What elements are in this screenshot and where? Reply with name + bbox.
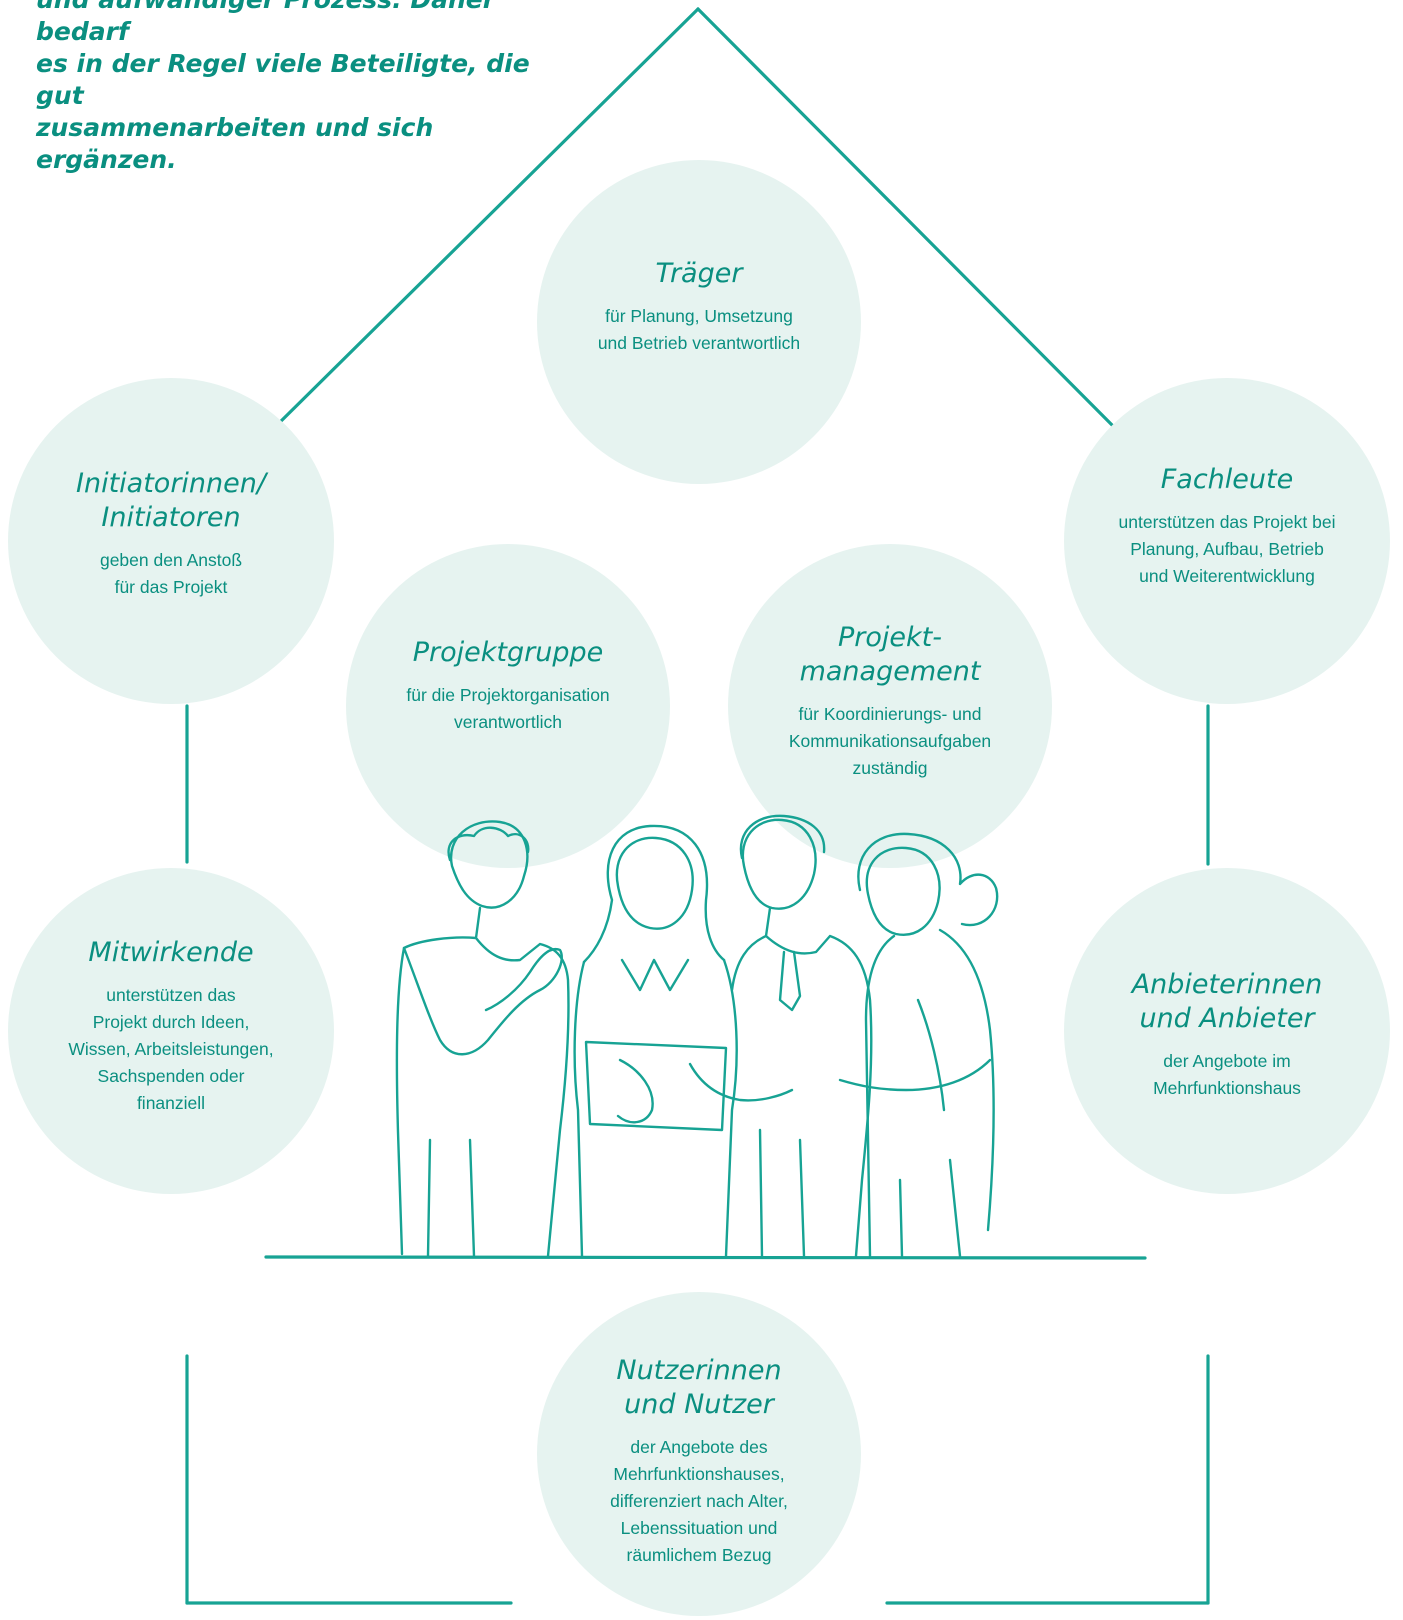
role-description: geben den Anstoß für das Projekt: [99, 550, 243, 597]
role-title: Projektgruppe: [412, 637, 604, 668]
role-description: der Angebote des Mehrfunktionshauses, di…: [610, 1436, 788, 1565]
person-3-tie: [778, 950, 802, 1012]
role-projektgruppe: Projektgruppe für die Projektorganisatio…: [346, 544, 670, 868]
role-title: Mitwirkende: [88, 936, 254, 968]
role-anbieter: Anbieterinnen und Anbieter der Angebote …: [1064, 868, 1390, 1194]
role-description: für Koordinierungs- und Kommunikationsau…: [788, 703, 992, 778]
role-title: Nutzerinnen und Nutzer: [616, 1354, 782, 1420]
role-title: Träger: [655, 258, 743, 289]
roof-left-line: [270, 7, 700, 432]
person-2-body: [573, 958, 738, 1258]
role-title: Projekt- management: [799, 621, 981, 687]
person-1-body: [395, 906, 570, 1258]
person-1-head: [449, 820, 529, 909]
person-4-body: [864, 928, 995, 1258]
role-nutzer: Nutzerinnen und Nutzer der Angebote des …: [537, 1292, 861, 1616]
role-initiatoren: Initiatorinnen/ Initiatoren geben den An…: [8, 378, 334, 704]
role-description: für Planung, Umsetzung und Betrieb veran…: [597, 306, 801, 353]
floor-line: [264, 1255, 1147, 1260]
role-title: Fachleute: [1160, 463, 1294, 495]
person-2-hair: [582, 824, 726, 964]
hands: [616, 1058, 794, 1124]
role-description: unterstützen das Projekt durch Ideen, Wi…: [68, 984, 274, 1113]
roof-right-line: [696, 7, 1117, 430]
intro-text: und aufwändiger Prozess. Daher bedarf es…: [36, 0, 530, 174]
role-description: der Angebote im Mehrfunktionshaus: [1153, 1051, 1301, 1098]
tablet: [584, 1040, 728, 1132]
role-title: Initiatorinnen/ Initiatoren: [76, 468, 266, 533]
role-mitwirkende: Mitwirkende unterstützen das Projekt dur…: [8, 868, 334, 1194]
person-1-leg: [426, 1138, 476, 1258]
person-4-arm: [838, 1058, 992, 1092]
person-3-head: [741, 818, 817, 910]
person-4-head: [865, 846, 941, 936]
role-title: Anbieterinnen und Anbieter: [1131, 969, 1323, 1034]
role-fachleute: Fachleute unterstützen das Projekt bei P…: [1064, 378, 1390, 704]
person-4-hair: [857, 832, 999, 927]
person-3-hair: [739, 814, 826, 860]
role-traeger: Träger für Planung, Umsetzung und Betrie…: [537, 160, 861, 484]
person-2-head: [615, 836, 694, 930]
person-1-hair: [447, 826, 530, 862]
role-description: unterstützen das Projekt bei Planung, Au…: [1118, 511, 1336, 586]
person-1-arm: [402, 946, 563, 1056]
role-projektmanagement: Projekt- management für Koordinierungs- …: [728, 544, 1052, 868]
person-3-body: [730, 906, 873, 1258]
role-description: für die Projektorganisation verantwortli…: [406, 685, 610, 732]
